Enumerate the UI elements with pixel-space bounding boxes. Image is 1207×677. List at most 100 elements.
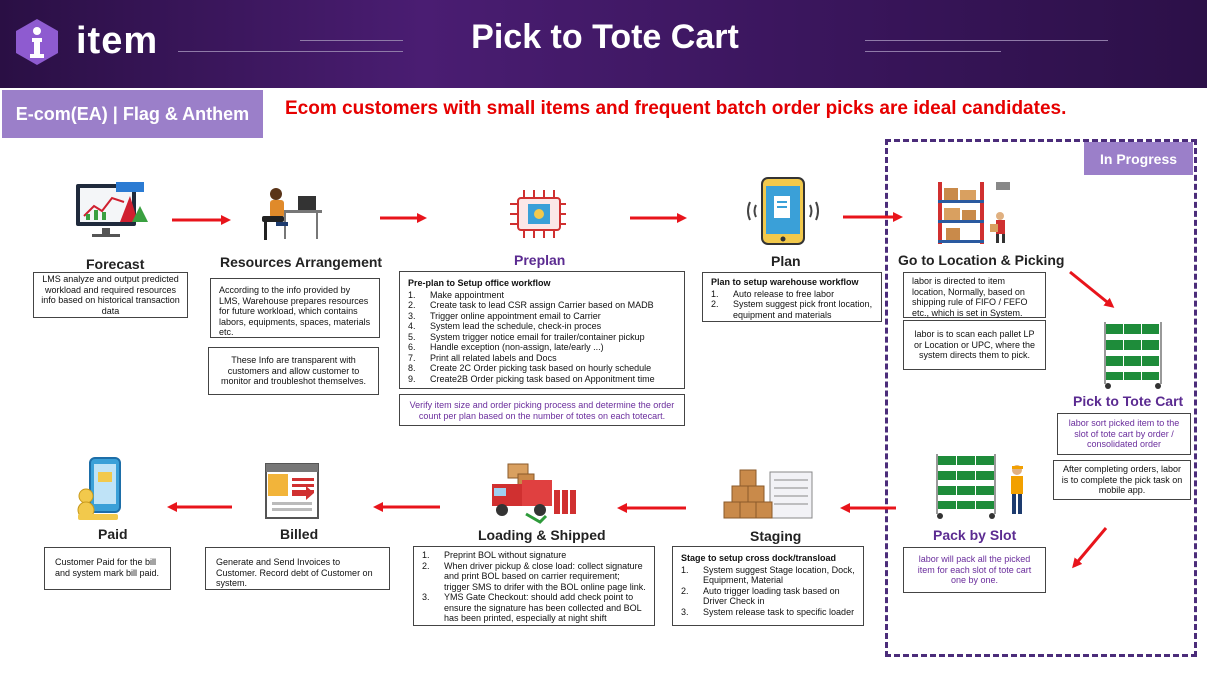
billed-description: Generate and Send Invoices to Customer. …: [205, 547, 390, 590]
preplan-verify-text: Verify item size and order picking proce…: [409, 400, 675, 421]
pack-by-slot-label: Pack by Slot: [933, 527, 1017, 543]
warehouse-rack-icon: [938, 182, 1010, 244]
forecast-label: Forecast: [86, 256, 145, 272]
plan-workflow-list: 1. Auto release to free labor 2. System sug…: [711, 289, 873, 321]
staging-label: Staging: [750, 528, 802, 544]
staging-workflow-box: Stage to setup cross dock/transload 1. Sy…: [672, 546, 864, 626]
plan-step-item-number: 1.: [711, 288, 719, 299]
plan-workflow-box: Plan to setup warehouse workflow 1. Auto …: [702, 272, 882, 322]
preplan-step-item-text: Create2B Order picking task based on App…: [430, 373, 655, 384]
staging-step-item: 2. Auto trigger loading task based on Dri…: [681, 586, 855, 607]
pick-to-tote-box-2: After completing orders, labor is to com…: [1053, 460, 1191, 500]
preplan-step-item-text: Handle exception (non-assign, late/early…: [430, 342, 604, 352]
invoice-icon: [265, 463, 319, 519]
loading-step-item-number: 2.: [422, 560, 430, 571]
preplan-step-item-number: 2.: [408, 300, 416, 310]
resources-transparency-text: These Info are transparent with customer…: [220, 355, 367, 387]
preplan-step-item-number: 1.: [408, 289, 416, 300]
paid-description: Customer Paid for the bill and system ma…: [44, 547, 171, 590]
pack-by-slot-box: labor will pack all the picked item for …: [903, 547, 1046, 593]
boxes-icon: [723, 469, 813, 519]
loading-step-item: 2.When driver pickup & close load: colle…: [422, 561, 646, 593]
header-bar: item Pick to Tote Cart: [0, 0, 1207, 88]
pick-to-tote-label: Pick to Tote Cart: [1073, 393, 1184, 409]
plan-step-item-text: System suggest pick front location, equi…: [733, 299, 873, 320]
arrow-location-to-tote: [1069, 270, 1115, 308]
preplan-step-item-text: Create task to lead CSR assign Carrier b…: [430, 300, 654, 310]
staging-step-item: 1. System suggest Stage location, Dock, E…: [681, 565, 855, 586]
go-to-location-text-2: labor is to scan each pallet LP or Locat…: [913, 329, 1036, 361]
plan-label: Plan: [771, 253, 801, 269]
go-to-location-text-1: labor is directed to item location, Norm…: [912, 276, 1028, 318]
preplan-step-item: 3. Trigger online appointment email to Ca…: [408, 311, 676, 322]
chip-icon: [510, 190, 566, 238]
preplan-step-item-text: Print all related labels and Docs: [430, 352, 557, 363]
plan-step-item-text: Auto release to free labor: [733, 288, 835, 299]
staging-step-item-number: 3.: [681, 606, 689, 617]
resources-description: According to the info provided by LMS, W…: [210, 278, 380, 338]
pack-by-slot-text: labor will pack all the picked item for …: [917, 554, 1032, 586]
preplan-step-item: 4. System lead the schedule, check-in pro…: [408, 321, 676, 332]
preplan-step-item-text: Create 2C Order picking task based on ho…: [430, 363, 652, 373]
preplan-step-item-number: 3.: [408, 310, 416, 321]
preplan-step-item: 6. Handle exception (non-assign, late/ear…: [408, 342, 676, 353]
loading-step-item-text: YMS Gate Checkout: should add check poin…: [444, 592, 642, 623]
preplan-step-item-number: 7.: [408, 352, 416, 363]
preplan-step-item-number: 5.: [408, 331, 416, 342]
staging-step-item-number: 1.: [681, 564, 689, 575]
go-to-location-box-2: labor is to scan each pallet LP or Locat…: [903, 320, 1046, 370]
pick-to-tote-box-1: labor sort picked item to the slot of to…: [1057, 413, 1191, 455]
preplan-step-item: 1. Make appointment: [408, 290, 676, 301]
preplan-step-item-number: 8.: [408, 363, 416, 373]
mobile-phone-icon: [747, 177, 819, 245]
forecast-description: LMS analyze and output predicted workloa…: [33, 272, 188, 318]
billed-label: Billed: [280, 526, 319, 542]
loading-step-item-number: 3.: [422, 592, 430, 602]
loading-label: Loading & Shipped: [478, 527, 606, 543]
staging-workflow-title: Stage to setup cross dock/transload: [681, 553, 837, 563]
loading-step-item: 3. YMS Gate Checkout: should add check po…: [422, 592, 646, 624]
pick-to-tote-text-2: After completing orders, labor is to com…: [1061, 464, 1183, 496]
staging-workflow-list: 1. System suggest Stage location, Dock, E…: [681, 565, 855, 618]
preplan-step-item-number: 9.: [408, 373, 416, 384]
logo-text: item: [76, 20, 159, 62]
plan-workflow-title: Plan to setup warehouse workflow: [711, 277, 859, 287]
staging-step-item-text: System suggest Stage location, Dock, Equ…: [703, 564, 855, 586]
forecast-description-text: LMS analyze and output predicted workloa…: [41, 274, 180, 316]
preplan-step-item-number: 6.: [408, 342, 416, 352]
page-title: Pick to Tote Cart: [471, 18, 739, 56]
preplan-step-item-text: Trigger online appointment email to Carr…: [430, 310, 601, 321]
staging-step-item-number: 2.: [681, 585, 689, 596]
preplan-step-item-text: Make appointment: [430, 289, 505, 300]
preplan-step-item-number: 4.: [408, 321, 416, 331]
preplan-step-item-text: System lead the schedule, check-in proce…: [430, 321, 602, 331]
tote-cart-icon: [1104, 322, 1162, 389]
loading-step-item-text: Preprint BOL without signature: [444, 550, 567, 560]
header-divider-left-short: [300, 40, 403, 41]
resources-transparency-note: These Info are transparent with customer…: [208, 347, 379, 395]
office-worker-icon: [262, 188, 322, 240]
resources-label: Resources Arrangement: [220, 254, 383, 270]
truck-icon: [492, 463, 576, 524]
segment-badge: E-com(EA) | Flag & Anthem: [2, 90, 263, 138]
go-to-location-box-1: labor is directed to item location, Norm…: [903, 272, 1046, 318]
staging-step-item: 3.System release task to specific loader: [681, 607, 855, 618]
mobile-pay-icon: [77, 457, 121, 520]
plan-step-item: 1. Auto release to free labor: [711, 289, 873, 300]
preplan-step-item-text: System trigger notice email for trailer/…: [430, 331, 645, 342]
paid-description-text: Customer Paid for the bill and system ma…: [55, 557, 160, 578]
staging-step-item-text: Auto trigger loading task based on Drive…: [703, 585, 840, 607]
header-divider-right: [865, 40, 1108, 41]
preplan-verify-note: Verify item size and order picking proce…: [399, 394, 685, 426]
resources-description-text: According to the info provided by LMS, W…: [219, 285, 371, 337]
item-logo-icon: [16, 19, 58, 65]
paid-label: Paid: [98, 526, 128, 542]
preplan-step-item: 9. Create2B Order picking task based on A…: [408, 374, 676, 385]
header-divider-left: [178, 51, 403, 52]
forecast-monitor-icon: [76, 182, 148, 237]
in-progress-frame: [885, 139, 1197, 657]
pick-to-tote-text-1: labor sort picked item to the slot of to…: [1068, 418, 1180, 450]
loading-step-item-number: 1.: [422, 550, 430, 560]
plan-step-item-number: 2.: [711, 299, 719, 309]
